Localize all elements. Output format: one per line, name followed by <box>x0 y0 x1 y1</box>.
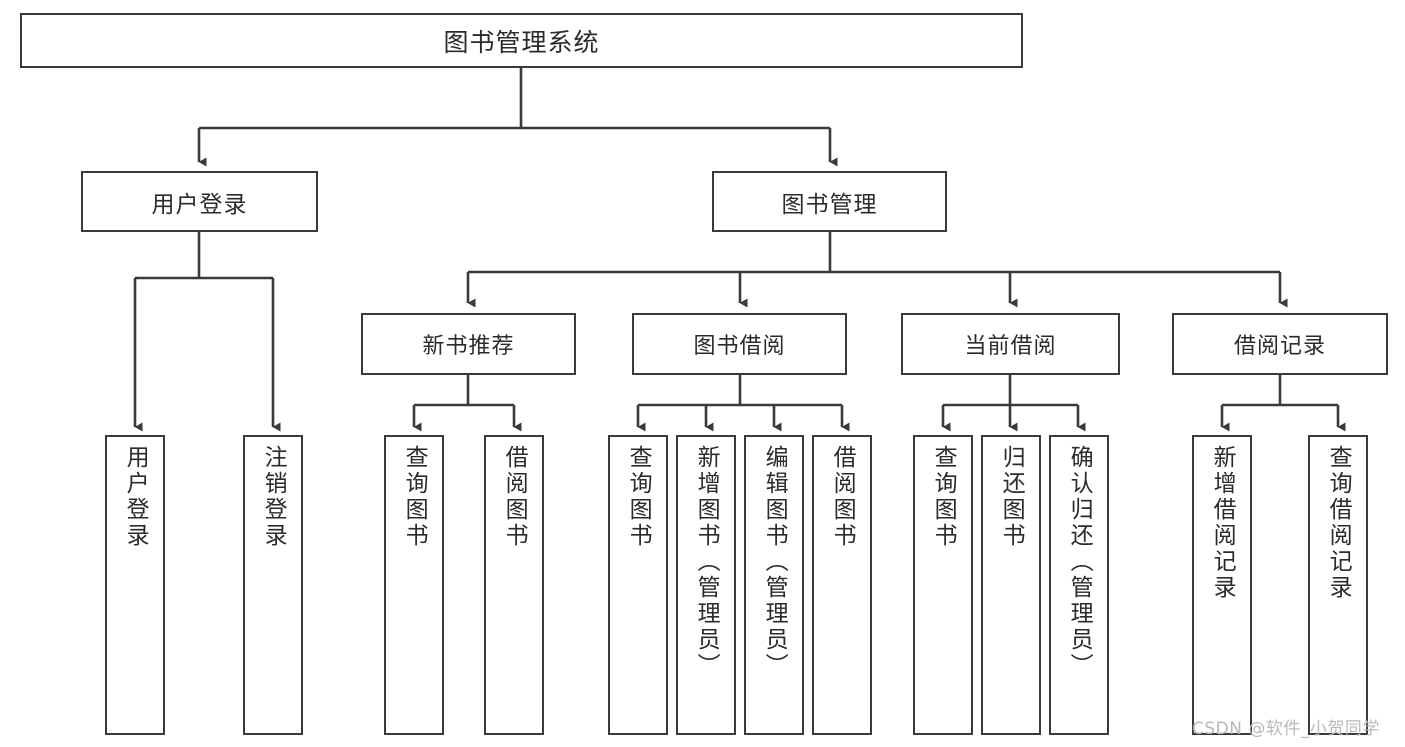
leaf-current-confirm-return-admin[interactable]: 确认归还（管理员） <box>1049 435 1109 735</box>
node-book-management[interactable]: 图书管理 <box>712 171 947 232</box>
leaf-label: 借阅图书 <box>829 445 856 549</box>
leaf-record-query-record[interactable]: 查询借阅记录 <box>1308 435 1368 735</box>
node-new-book-recommend-label: 新书推荐 <box>422 334 515 359</box>
node-book-borrow-label: 图书借阅 <box>693 334 786 359</box>
leaf-label: 查询借阅记录 <box>1325 445 1352 601</box>
node-borrow-record[interactable]: 借阅记录 <box>1172 313 1388 375</box>
leaf-label: 借阅图书 <box>501 445 528 549</box>
leaf-label: 用户登录 <box>122 445 149 549</box>
leaf-recommend-borrow-book[interactable]: 借阅图书 <box>484 435 544 735</box>
node-user-login[interactable]: 用户登录 <box>81 171 318 232</box>
node-root-label: 图书管理系统 <box>443 27 600 57</box>
leaf-label: 确认归还（管理员） <box>1066 445 1093 679</box>
leaf-label: 新增借阅记录 <box>1209 445 1236 601</box>
leaf-recommend-query-book[interactable]: 查询图书 <box>384 435 444 735</box>
leaf-label: 新增图书（管理员） <box>693 445 720 679</box>
leaf-borrow-query-book[interactable]: 查询图书 <box>608 435 668 735</box>
leaf-borrow-edit-book-admin[interactable]: 编辑图书（管理员） <box>744 435 804 735</box>
node-root[interactable]: 图书管理系统 <box>20 13 1023 68</box>
leaf-user-login-signout[interactable]: 注销登录 <box>243 435 303 735</box>
leaf-label: 编辑图书（管理员） <box>761 445 788 679</box>
node-current-borrow-label: 当前借阅 <box>964 334 1057 359</box>
leaf-user-login-signin[interactable]: 用户登录 <box>105 435 165 735</box>
leaf-label: 查询图书 <box>401 445 428 549</box>
leaf-borrow-borrow-book[interactable]: 借阅图书 <box>812 435 872 735</box>
node-new-book-recommend[interactable]: 新书推荐 <box>361 313 576 375</box>
node-book-borrow[interactable]: 图书借阅 <box>632 313 847 375</box>
leaf-label: 注销登录 <box>260 445 287 549</box>
leaf-label: 归还图书 <box>998 445 1025 549</box>
leaf-current-return-book[interactable]: 归还图书 <box>981 435 1041 735</box>
leaf-record-add-record[interactable]: 新增借阅记录 <box>1192 435 1252 735</box>
leaf-label: 查询图书 <box>930 445 957 549</box>
node-current-borrow[interactable]: 当前借阅 <box>901 313 1120 375</box>
node-borrow-record-label: 借阅记录 <box>1233 334 1326 359</box>
leaf-current-query-book[interactable]: 查询图书 <box>913 435 973 735</box>
csdn-watermark: CSDN @软件_小贺同学 <box>1192 719 1380 739</box>
leaf-borrow-add-book-admin[interactable]: 新增图书（管理员） <box>676 435 736 735</box>
node-book-management-label: 图书管理 <box>781 191 878 218</box>
leaf-label: 查询图书 <box>625 445 652 549</box>
node-user-login-label: 用户登录 <box>151 191 248 218</box>
